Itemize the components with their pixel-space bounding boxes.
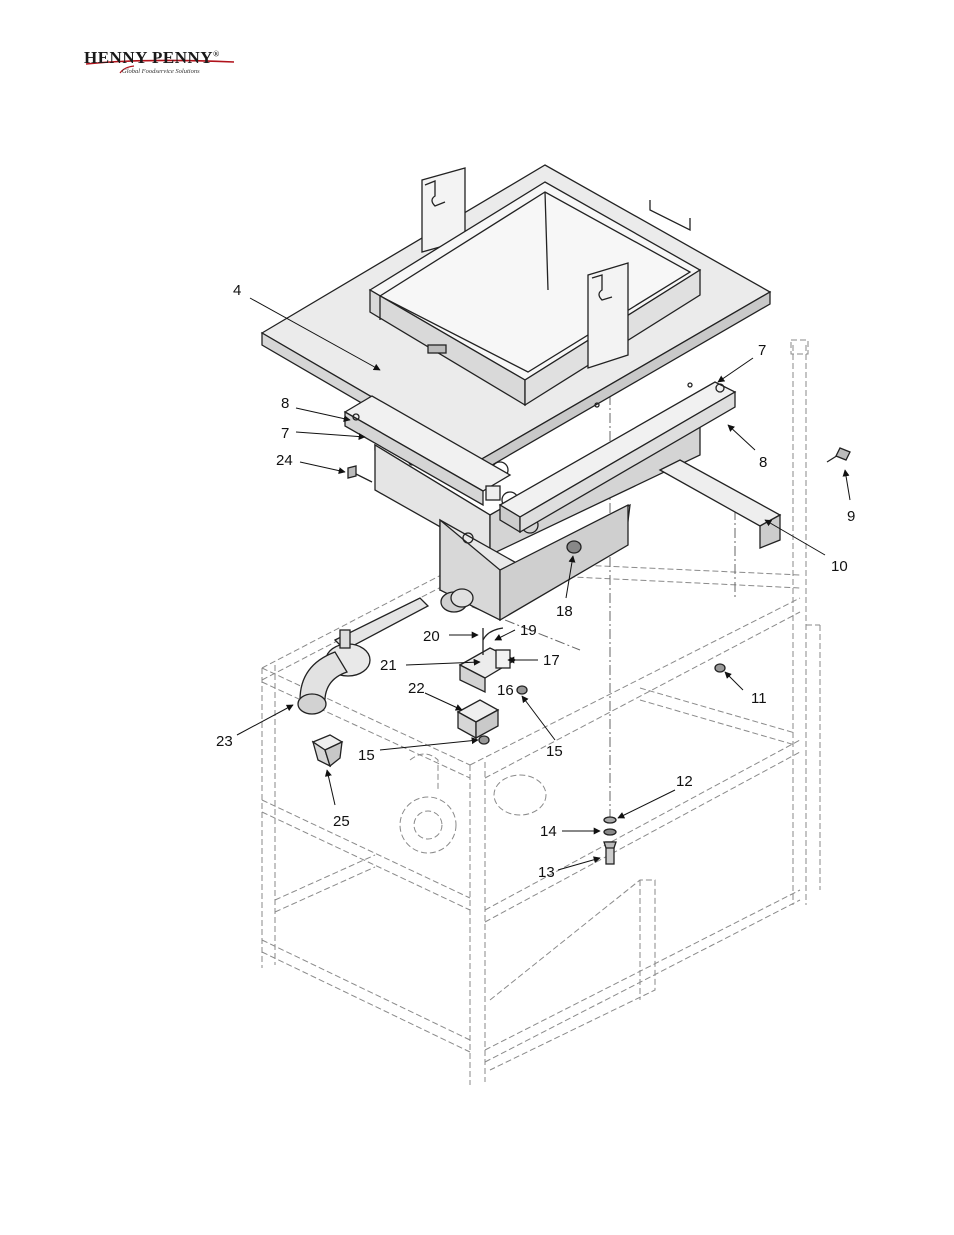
stand-frame — [262, 340, 820, 1085]
callout-7: 7 — [281, 425, 289, 442]
callout-14: 14 — [540, 823, 557, 840]
fryer-vat-assembly — [262, 165, 780, 620]
callout-22: 22 — [408, 680, 425, 697]
callout-12: 12 — [676, 773, 693, 790]
callout-24: 24 — [276, 452, 293, 469]
callout-8: 8 — [281, 395, 289, 412]
callout-15: 15 — [358, 747, 375, 764]
callout-11: 11 — [751, 690, 767, 707]
callout-16: 16 — [497, 682, 514, 699]
callout-7: 7 — [758, 342, 766, 359]
callout-18: 18 — [556, 603, 573, 620]
callout-20: 20 — [423, 628, 440, 645]
callout-8: 8 — [759, 454, 767, 471]
callout-17: 17 — [543, 652, 560, 669]
callout-23: 23 — [216, 733, 233, 750]
callout-21: 21 — [380, 657, 397, 674]
callout-19: 19 — [520, 622, 537, 639]
callout-25: 25 — [333, 813, 350, 830]
callout-10: 10 — [831, 558, 848, 575]
callout-9: 9 — [847, 508, 855, 525]
callout-13: 13 — [538, 864, 555, 881]
callout-4: 4 — [233, 282, 241, 299]
callout-15: 15 — [546, 743, 563, 760]
